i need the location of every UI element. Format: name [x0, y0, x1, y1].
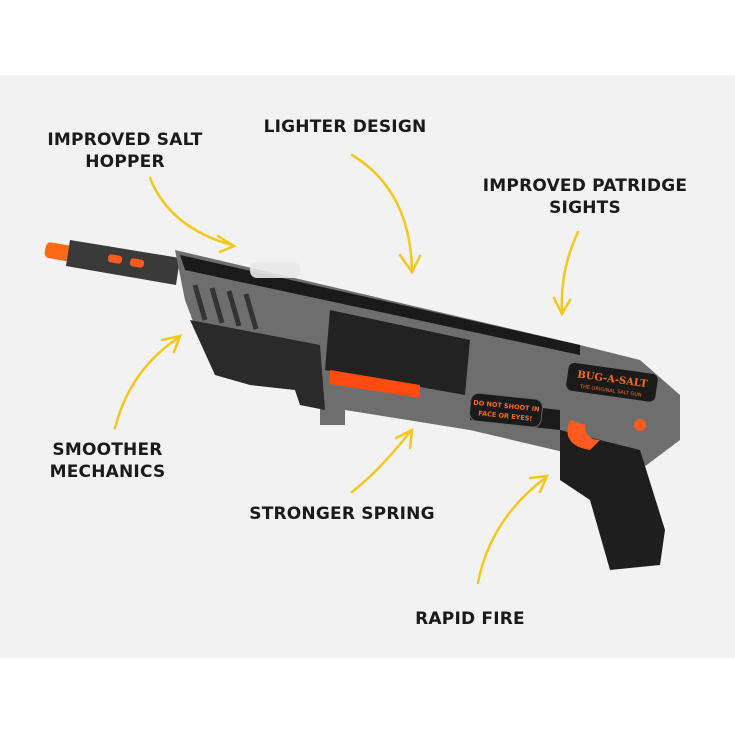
grip-panel — [325, 310, 470, 395]
trigger — [567, 420, 600, 450]
spring-window — [330, 370, 420, 398]
label-line: IMPROVED SALT — [47, 130, 203, 150]
arrow-mechanics-icon — [113, 334, 182, 430]
callout-arrows — [113, 153, 580, 585]
label-line: SIGHTS — [549, 198, 621, 218]
label-sights: IMPROVED PATRIDGE SIGHTS — [460, 175, 710, 219]
label-line: HOPPER — [85, 152, 165, 172]
arrow-sights-icon — [552, 230, 580, 317]
label-line: MECHANICS — [49, 462, 166, 482]
label-rapid-fire: RAPID FIRE — [415, 609, 525, 629]
pistol-grip — [560, 430, 665, 570]
arrow-lighter-icon — [350, 153, 422, 275]
arrow-hopper-icon — [148, 176, 237, 254]
label-line: SMOOTHER — [52, 440, 163, 460]
label-lighter-design: LIGHTER DESIGN — [263, 117, 427, 137]
arrow-spring-icon — [350, 427, 414, 494]
label-line: IMPROVED PATRIDGE — [482, 176, 688, 196]
barrel — [66, 240, 180, 285]
safety-button — [634, 419, 646, 431]
salt-hopper — [250, 262, 300, 278]
label-mechanics: SMOOTHER MECHANICS — [35, 439, 180, 483]
arrow-rapid-icon — [476, 474, 550, 585]
pump-handle — [190, 320, 325, 410]
label-spring: STRONGER SPRING — [249, 504, 435, 524]
label-salt-hopper: IMPROVED SALT HOPPER — [30, 129, 220, 173]
